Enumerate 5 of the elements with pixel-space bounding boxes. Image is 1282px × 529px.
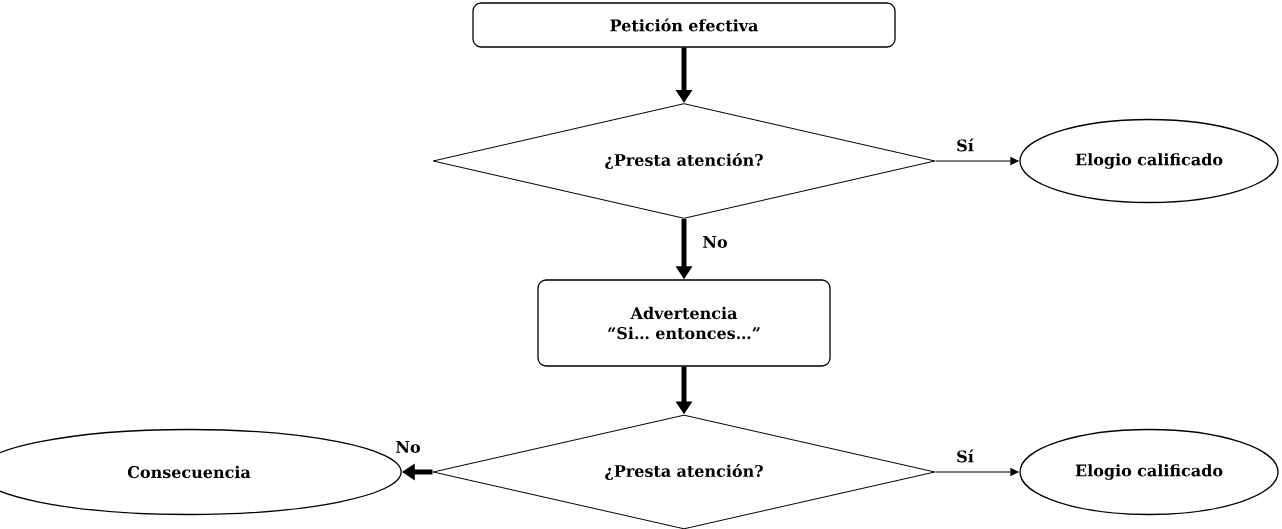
edge-label: No (701, 235, 729, 249)
process-box: Advertencia “Si… entonces…” (537, 279, 831, 367)
edge-label: Sí (955, 448, 975, 464)
edge-label: Sí (955, 137, 975, 153)
process-box: Petición efectiva (472, 2, 896, 48)
